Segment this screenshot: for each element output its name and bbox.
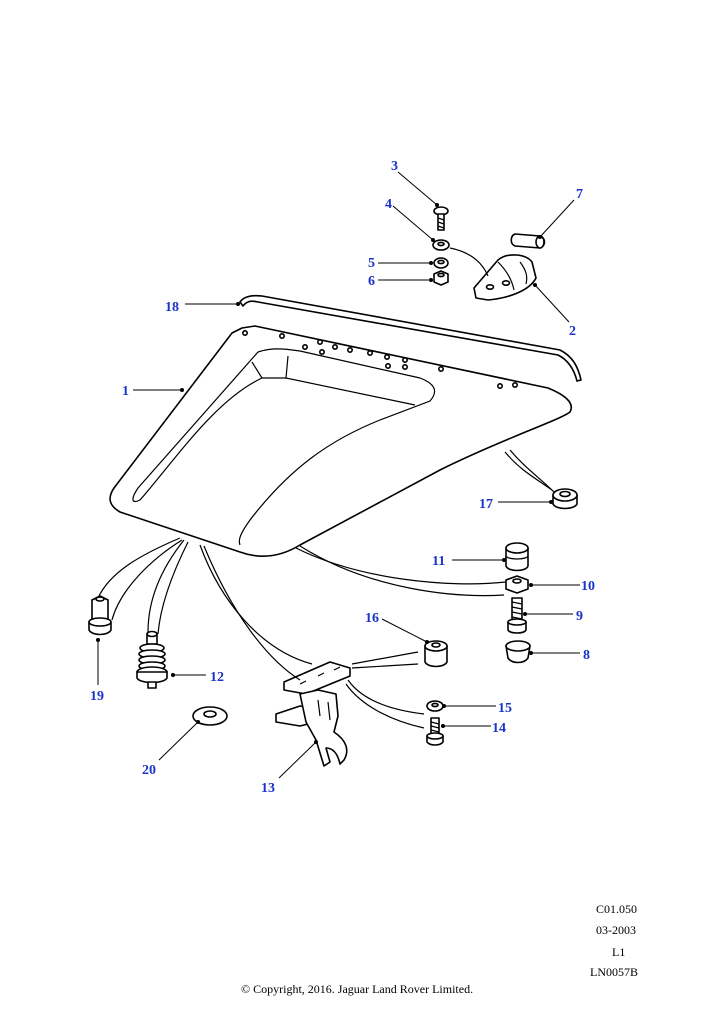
diagram-date: 03-2003 [596,923,636,937]
washer-20 [192,706,228,726]
diagram-code: C01.050 [596,902,638,916]
callout-1: 1 [122,384,129,399]
callout-7: 7 [576,187,583,202]
hinge-bracket [473,254,537,301]
leaders [96,171,580,779]
callout-2: 2 [569,324,576,339]
diagram-level: L1 [612,945,626,959]
buffer-17 [552,488,578,510]
screw-14 [426,717,444,746]
screw-3 [433,206,449,231]
washer-15 [426,700,444,712]
callout-14: 14 [492,721,506,736]
washer-4 [432,239,450,251]
callout-20: 20 [142,763,156,778]
callout-18: 18 [165,300,179,315]
nut-6 [433,270,449,286]
bush-16 [424,640,448,668]
bush-8 [505,640,531,664]
callout-4: 4 [385,197,392,212]
spring-washer-5 [433,257,449,269]
callout-19: 19 [90,689,104,704]
spring-buffer-12 [136,630,168,689]
callout-13: 13 [261,781,275,796]
callout-15: 15 [498,701,512,716]
hinge-pin [510,233,546,249]
callout-12: 12 [210,670,224,685]
callout-17: 17 [479,497,493,512]
callout-8: 8 [583,648,590,663]
seal-strip [239,294,582,382]
callout-6: 6 [368,274,375,289]
callout-3: 3 [391,159,398,174]
bonnet-holes [242,329,518,389]
bump-stop-11 [505,542,529,572]
callout-16: 16 [365,611,379,626]
bolt-9 [507,597,527,634]
nut-10 [505,575,529,594]
stud-19 [88,595,112,636]
catch-13 [275,661,351,767]
copyright-notice: © Copyright, 2016. Jaguar Land Rover Lim… [241,982,474,996]
bonnet-panel [109,325,572,557]
diagram-ref: LN0057B [590,965,638,979]
callout-10: 10 [581,579,595,594]
callout-labels: 1 2 3 4 5 6 7 8 9 10 11 12 13 14 15 16 1… [90,159,595,796]
callout-5: 5 [368,256,375,271]
callout-11: 11 [432,554,445,569]
callout-9: 9 [576,609,583,624]
